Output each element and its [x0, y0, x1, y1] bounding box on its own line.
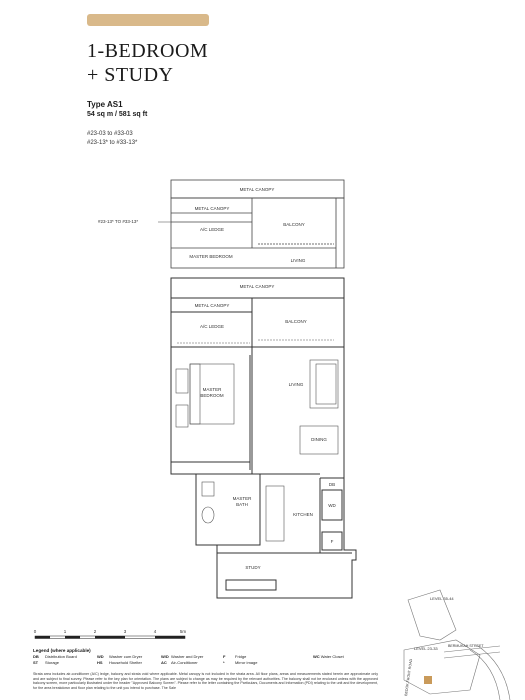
legend-value: Mirror image: [235, 660, 258, 665]
small-ac-ledge: A/C LEDGE: [200, 227, 224, 232]
master-bath-label-2: BATH: [236, 502, 248, 507]
small-metal-canopy: METAL CANOPY: [195, 206, 230, 211]
living-label: LIVING: [289, 382, 304, 387]
small-balcony: BALCONY: [283, 222, 305, 227]
scale-tick-2: 2: [94, 629, 97, 634]
small-metal-canopy-top: METAL CANOPY: [240, 187, 275, 192]
legend-value: Distribution Board: [45, 654, 77, 659]
db-label: DB: [329, 482, 335, 487]
metal-canopy-top-label: METAL CANOPY: [240, 284, 275, 289]
balcony-label: BALCONY: [285, 319, 307, 324]
legend-value: Fridge: [235, 654, 247, 659]
legend-key: W/D: [161, 654, 169, 659]
key-level-top: LEVEL 35-44: [430, 596, 454, 601]
study-label: STUDY: [245, 565, 260, 570]
scale-tick-1: 1: [64, 629, 67, 634]
disclaimer-notes: Strata area includes air-conditioner (A/…: [33, 672, 378, 690]
unit-type: Type AS1: [87, 100, 123, 109]
legend-key: HS: [97, 660, 103, 665]
legend-value: Storage: [45, 660, 60, 665]
header-color-tab: [87, 14, 209, 26]
scale-tick-3: 3: [124, 629, 127, 634]
legend-key: F: [223, 654, 226, 659]
page-title-line2: + STUDY: [87, 64, 174, 86]
unit-area: 54 sq m / 581 sq ft: [87, 111, 148, 118]
small-master-bedroom: MASTER BEDROOM: [189, 254, 233, 259]
legend-key: *: [223, 660, 225, 665]
legend-key: ST: [33, 660, 39, 665]
wd-label: WD: [328, 503, 336, 508]
legend-key: AC: [161, 660, 167, 665]
legend-key: WD: [97, 654, 104, 659]
legend-value: Washer cum Dryer: [109, 654, 143, 659]
page-title-line1: 1-BEDROOM: [87, 40, 209, 62]
scale-tick-4: 4: [154, 629, 157, 634]
legend-value: Air-Conditioner: [171, 660, 198, 665]
legend-value: Washer and Dryer: [171, 654, 204, 659]
legend-value: Water Closet: [320, 654, 344, 659]
dining-label: DINING: [311, 437, 327, 442]
legend-key: DB: [33, 654, 39, 659]
legend-wc: WC Water Closet: [313, 654, 344, 659]
ac-ledge-label: A/C LEDGE: [200, 324, 224, 329]
kitchen-label: KITCHEN: [293, 512, 313, 517]
master-bath-label-1: MASTER: [233, 496, 253, 501]
scale-tick-0: 0: [34, 629, 37, 634]
key-road-1: BEDOK FRONT ROAD: [404, 658, 413, 696]
unit-range-2: #23-13* to #33-13*: [87, 140, 138, 146]
master-bedroom-label-1: MASTER: [203, 387, 223, 392]
legend-value: Household Shelter: [109, 660, 142, 665]
key-level-bottom: LEVEL 23-33: [414, 646, 438, 651]
fridge-label: F: [331, 539, 334, 544]
scale-tick-5: 5m: [180, 629, 187, 634]
small-living: LIVING: [291, 258, 306, 263]
master-bedroom-label-2: BEDROOM: [200, 393, 224, 398]
unit-range-1: #23-03 to #33-03: [87, 131, 133, 137]
metal-canopy-label: METAL CANOPY: [195, 303, 230, 308]
small-plan-ref: #23-13* TO #33-13*: [98, 219, 138, 224]
legend-key: WC: [313, 654, 320, 659]
legend-title: Legend (where applicable): [33, 648, 91, 653]
key-road-2: BERMUKAH STREET: [448, 644, 484, 648]
